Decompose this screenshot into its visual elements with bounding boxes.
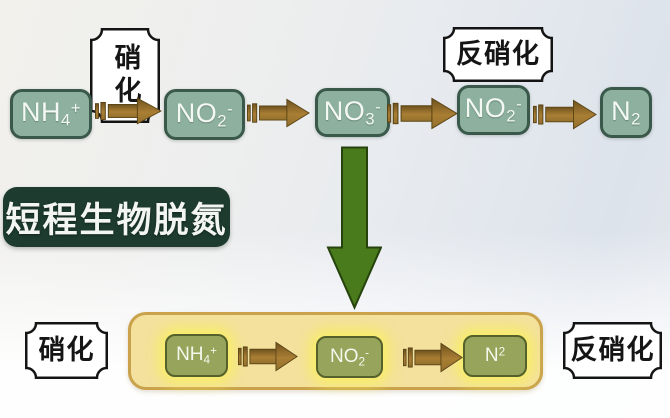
flow-arrow-icon [403, 342, 463, 373]
callout-label: 反硝化 [570, 335, 655, 365]
node-no2-bottom: NO2- [316, 336, 383, 378]
formula: NO2- [175, 97, 234, 131]
process-title: 短程生物脱氮 [3, 187, 230, 247]
formula: NH4+ [20, 97, 82, 130]
formula: NO2- [330, 345, 369, 369]
formula: N2 [611, 95, 641, 129]
process-title-label: 短程生物脱氮 [5, 200, 228, 240]
flow-arrow-icon [247, 98, 310, 128]
plaque-shape [563, 322, 662, 379]
callout-label: 硝化 [38, 335, 95, 365]
callout-nitrification-top: 硝化 [90, 28, 160, 123]
plaque-shape [25, 322, 108, 379]
plaque-shape [90, 28, 160, 123]
callout-label: 硝化 [110, 42, 141, 109]
formula: NO2- [464, 93, 523, 126]
callout-denitrification-bottom: 反硝化 [563, 322, 662, 379]
callout-denitrification-top: 反硝化 [443, 27, 553, 82]
flow-arrow-icon [238, 341, 298, 372]
node-n2-bottom: N2 [463, 335, 527, 377]
down-arrow-icon [326, 146, 382, 310]
formula: N2 [484, 344, 506, 366]
flow-arrow-icon [95, 97, 162, 125]
formula: NO3- [323, 95, 382, 129]
node-nh4-bottom: NH4+ [165, 334, 228, 377]
node-no2-top-2: NO2- [457, 85, 530, 135]
plaque-shape [443, 27, 553, 82]
node-nh4-top: NH4+ [10, 89, 92, 139]
callout-nitrification-bottom: 硝化 [25, 322, 108, 379]
node-no2-top-1: NO2- [164, 89, 245, 140]
callout-label: 反硝化 [456, 39, 540, 69]
flow-arrow-icon [387, 97, 458, 130]
node-no3-top: NO3- [315, 88, 390, 137]
flow-arrow-icon [533, 99, 597, 130]
formula: NH4+ [176, 344, 217, 367]
node-n2-top: N2 [600, 87, 652, 138]
